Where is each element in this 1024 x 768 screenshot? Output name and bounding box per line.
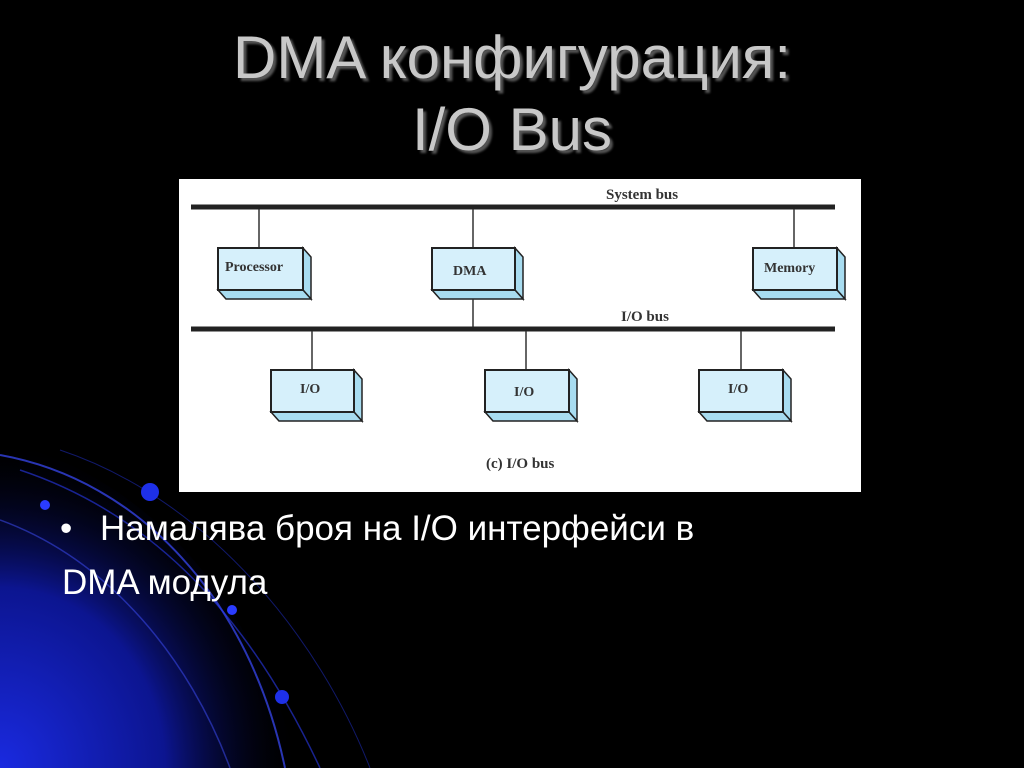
decor-dot-4 — [275, 690, 289, 704]
processor-box: Processor — [216, 246, 313, 301]
io-module-box-3: I/O — [697, 368, 793, 423]
io-bus-diagram: System bus Processor DMA Memory — [179, 179, 861, 492]
processor-label: Processor — [225, 260, 283, 275]
decor-dot-3 — [227, 605, 237, 615]
swoosh-line-4 — [59, 449, 371, 768]
dma-label: DMA — [453, 264, 487, 279]
diagram-canvas: System bus Processor DMA Memory — [191, 187, 847, 472]
io-label-3: I/O — [728, 382, 748, 397]
memory-label: Memory — [764, 261, 815, 276]
io-label-1: I/O — [300, 382, 320, 397]
bullet-text-line-1: Намалява броя на I/O интерфейси в — [100, 509, 695, 548]
title-line-1: DMA конфигурация: — [233, 24, 791, 91]
title-line-2: I/O Bus — [411, 96, 613, 163]
bullet-text-line-2: DMA модула — [62, 563, 268, 602]
decor-dot-1 — [40, 500, 50, 510]
io-module-box-2: I/O — [483, 368, 579, 423]
decor-dot-2 — [141, 483, 159, 501]
dma-box: DMA — [430, 246, 525, 301]
bullet-item: • Намалява броя на I/O интерфейси в — [60, 504, 694, 554]
diagram-caption: (c) I/O bus — [486, 456, 555, 472]
swoosh-line-1 — [0, 454, 286, 768]
bullet-marker: • — [60, 509, 73, 548]
io-bus-label: I/O bus — [621, 309, 669, 325]
io-module-box-1: I/O — [269, 368, 364, 423]
swoosh-line-2 — [19, 469, 321, 768]
io-label-2: I/O — [514, 385, 534, 400]
system-bus-label: System bus — [606, 187, 678, 203]
memory-box: Memory — [751, 246, 847, 301]
blue-swoosh-shape — [0, 440, 300, 768]
swoosh-line-3 — [0, 519, 231, 768]
slide-title: DMA конфигурация: I/O Bus — [0, 22, 1024, 166]
